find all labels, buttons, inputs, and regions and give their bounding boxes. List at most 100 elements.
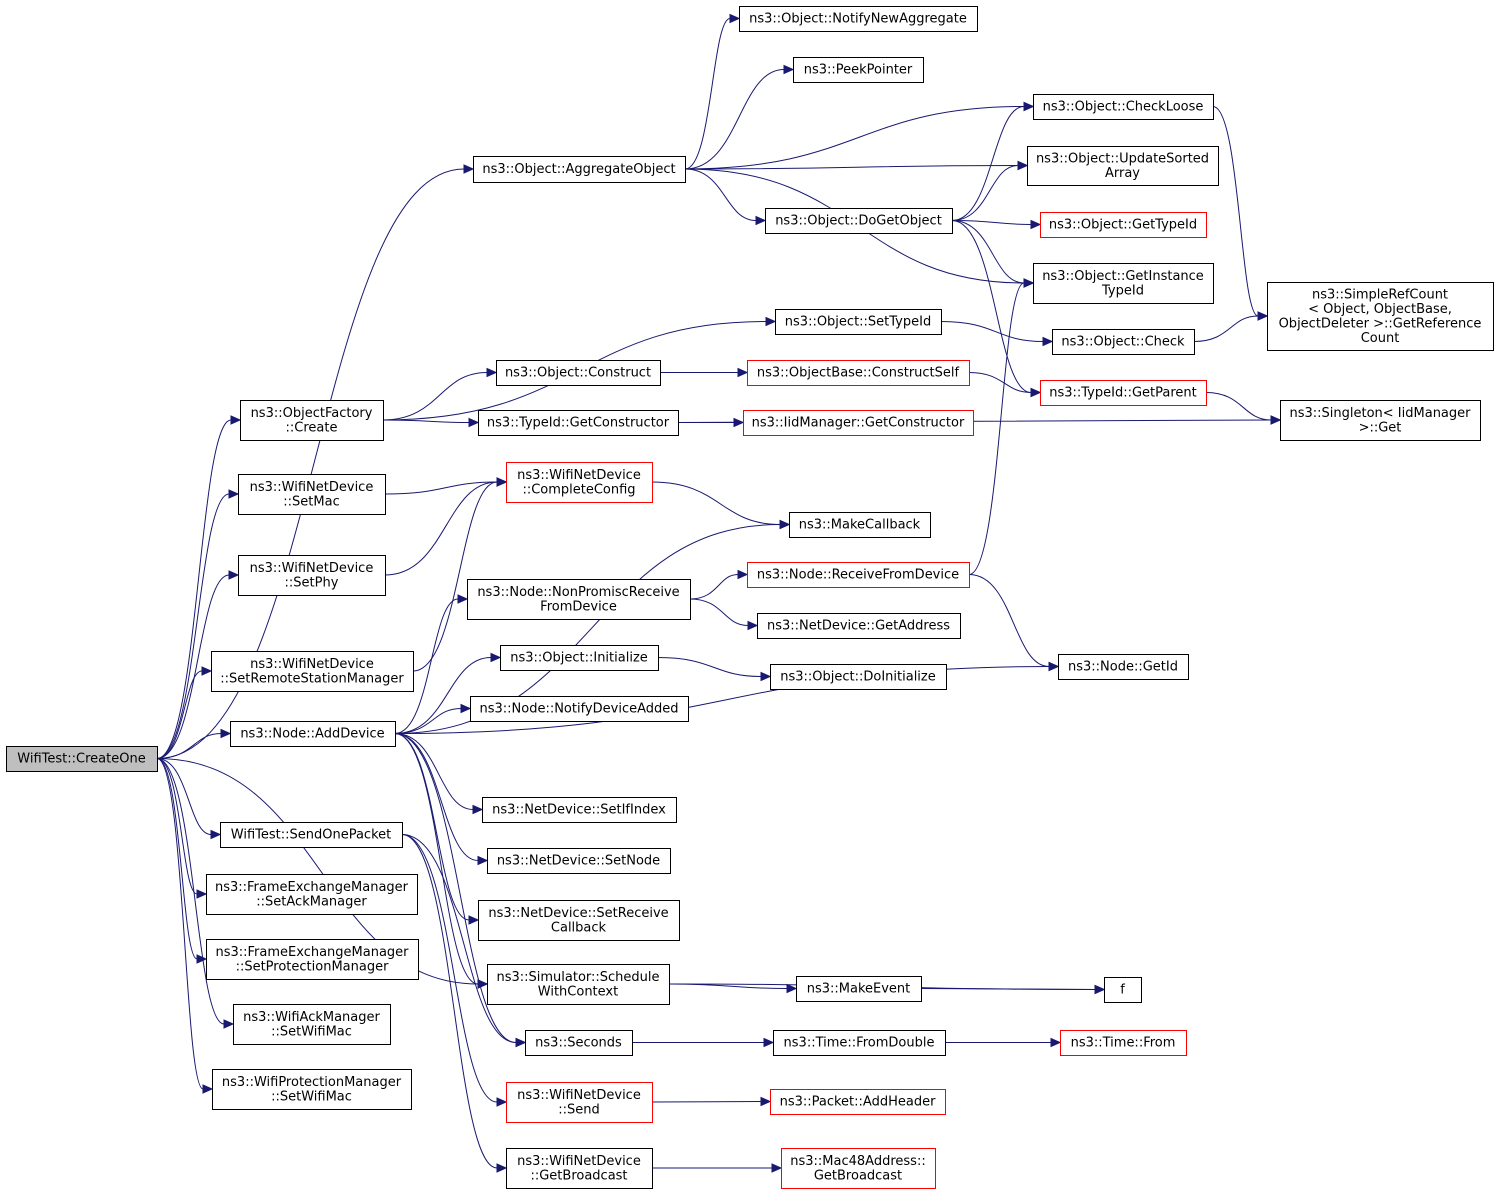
- node-box: [238, 474, 386, 515]
- node-setNode[interactable]: ns3::NetDevice::SetNode: [487, 848, 671, 874]
- node-setRemoteStation[interactable]: ns3::WifiNetDevice::SetRemoteStationMana…: [211, 651, 414, 692]
- node-initialize[interactable]: ns3::Object::Initialize: [500, 645, 659, 671]
- edge-checkLoose-to-simpleRefCount: [1212, 106, 1269, 321]
- node-notifyDeviceAdded[interactable]: ns3::Node::NotifyDeviceAdded: [470, 696, 689, 722]
- edge-line: [684, 165, 1019, 170]
- node-typeIdGetConstructor[interactable]: ns3::TypeId::GetConstructor: [478, 410, 679, 436]
- edge-line: [940, 321, 1044, 342]
- node-label: ns3::Seconds: [535, 1036, 622, 1051]
- edge-doGetObject-to-getTypeIdObj: [951, 219, 1042, 230]
- node-timeFrom[interactable]: ns3::Time::From: [1060, 1030, 1187, 1056]
- node-box: [467, 579, 691, 620]
- node-setPhy[interactable]: ns3::WifiNetDevice::SetPhy: [238, 555, 386, 596]
- node-fromDouble[interactable]: ns3::Time::FromDouble: [773, 1030, 946, 1056]
- call-edges: [156, 13, 1282, 1173]
- node-objectFactoryCreate[interactable]: ns3::ObjectFactory::Create: [240, 400, 384, 441]
- edge-line: [689, 574, 739, 600]
- node-simpleRefCount[interactable]: ns3::SimpleRefCount< Object, ObjectBase,…: [1267, 282, 1494, 351]
- node-sendOnePacket[interactable]: WifiTest::SendOnePacket: [220, 822, 403, 848]
- edge-root-to-ackSetWifiMac: [156, 758, 235, 1029]
- node-label: ns3::WifiNetDevice: [517, 1154, 641, 1169]
- edge-doGetObject-to-updateSorted: [951, 160, 1029, 221]
- node-makeEvent[interactable]: ns3::MakeEvent: [796, 976, 922, 1002]
- node-setIfIndex[interactable]: ns3::NetDevice::SetIfIndex: [482, 797, 677, 823]
- node-label: ns3::TypeId::GetParent: [1049, 386, 1197, 401]
- edge-arrowhead: [472, 804, 484, 815]
- node-addHeader[interactable]: ns3::Packet::AddHeader: [770, 1089, 946, 1115]
- edge-line: [156, 758, 479, 985]
- node-singletonGet[interactable]: ns3::Singleton< IidManager>::Get: [1280, 400, 1481, 441]
- node-label: ::SetProtectionManager: [236, 959, 390, 974]
- edge-seconds-to-fromDouble: [631, 1037, 775, 1048]
- node-box: [789, 512, 931, 538]
- edge-addDevice-to-initialize: [394, 652, 502, 734]
- edge-aggregate-to-checkLoose: [684, 101, 1035, 170]
- edge-arrowhead: [228, 570, 240, 580]
- node-notifyNewAggregate[interactable]: ns3::Object::NotifyNewAggregate: [739, 6, 978, 32]
- node-checkLoose[interactable]: ns3::Object::CheckLoose: [1033, 94, 1214, 120]
- node-setMac[interactable]: ns3::WifiNetDevice::SetMac: [238, 474, 386, 515]
- edge-line: [684, 69, 785, 170]
- node-doInitialize[interactable]: ns3::Object::DoInitialize: [770, 664, 947, 690]
- edge-arrowhead: [486, 367, 498, 378]
- node-addDevice[interactable]: ns3::Node::AddDevice: [230, 721, 396, 747]
- node-label: ns3::WifiNetDevice: [517, 468, 641, 483]
- node-iidGetConstructor[interactable]: ns3::IidManager::GetConstructor: [743, 410, 974, 436]
- node-label: ::SetMac: [283, 494, 339, 509]
- edge-addDevice-to-setIfIndex: [394, 733, 484, 815]
- edge-arrowhead: [496, 1163, 508, 1173]
- node-constructSelf[interactable]: ns3::ObjectBase::ConstructSelf: [747, 360, 970, 386]
- edge-line: [951, 106, 1025, 221]
- edge-line: [657, 657, 762, 677]
- node-peekPointer[interactable]: ns3::PeekPointer: [793, 57, 924, 83]
- node-nodeGetId[interactable]: ns3::Node::GetId: [1058, 654, 1189, 680]
- edge-getBroadcast-to-macGetBroadcast: [652, 1163, 783, 1173]
- node-doGetObject[interactable]: ns3::Object::DoGetObject: [765, 208, 953, 234]
- edge-arrowhead: [202, 1084, 214, 1094]
- node-send[interactable]: ns3::WifiNetDevice::Send: [506, 1082, 653, 1123]
- node-f[interactable]: f: [1104, 977, 1142, 1003]
- node-box: [765, 208, 953, 234]
- node-root[interactable]: WifiTest::CreateOne: [6, 746, 158, 772]
- node-box: [747, 360, 970, 386]
- node-getBroadcast[interactable]: ns3::WifiNetDevice::GetBroadcast: [506, 1148, 653, 1189]
- edge-line: [401, 834, 517, 1043]
- node-label: ns3::Mac48Address::: [790, 1154, 925, 1169]
- edge-root-to-objectFactoryCreate: [156, 415, 242, 759]
- node-getAddress[interactable]: ns3::NetDevice::GetAddress: [757, 613, 961, 639]
- node-label: ns3::NetDevice::SetNode: [497, 854, 660, 869]
- edge-addDevice-to-setNode: [394, 733, 489, 866]
- edge-nonPromisc-to-getAddress: [689, 598, 759, 631]
- node-makeCallback[interactable]: ns3::MakeCallback: [789, 512, 931, 538]
- edge-arrowhead: [765, 316, 777, 327]
- node-box: [525, 1030, 633, 1056]
- edge-arrowhead: [196, 889, 208, 899]
- edge-arrowhead: [230, 415, 242, 425]
- node-label: ns3::Object::DoGetObject: [775, 214, 942, 229]
- node-receiveFromDevice[interactable]: ns3::Node::ReceiveFromDevice: [747, 562, 970, 588]
- node-construct[interactable]: ns3::Object::Construct: [496, 360, 661, 386]
- node-ackSetWifiMac[interactable]: ns3::WifiAckManager::SetWifiMac: [233, 1004, 391, 1045]
- edge-arrowhead: [760, 1096, 772, 1107]
- node-label: ns3::Object::CheckLoose: [1043, 100, 1204, 115]
- node-setAckManager[interactable]: ns3::FrameExchangeManager::SetAckManager: [206, 874, 418, 915]
- node-aggregate[interactable]: ns3::Object::AggregateObject: [473, 156, 686, 183]
- node-getTypeIdObj[interactable]: ns3::Object::GetTypeId: [1040, 212, 1207, 238]
- node-getParent[interactable]: ns3::TypeId::GetParent: [1040, 380, 1207, 406]
- node-label: ObjectDeleter >::GetReference: [1279, 316, 1482, 331]
- node-macGetBroadcast[interactable]: ns3::Mac48Address::GetBroadcast: [781, 1148, 936, 1189]
- node-objCheck[interactable]: ns3::Object::Check: [1052, 329, 1195, 355]
- node-completeConfig[interactable]: ns3::WifiNetDevice::CompleteConfig: [506, 462, 653, 503]
- node-setProtectionManager[interactable]: ns3::FrameExchangeManager::SetProtection…: [206, 939, 419, 980]
- node-seconds[interactable]: ns3::Seconds: [525, 1030, 633, 1056]
- edge-line: [401, 834, 498, 1169]
- node-label: ::CompleteConfig: [522, 482, 635, 497]
- node-protSetWifiMac[interactable]: ns3::WifiProtectionManager::SetWifiMac: [212, 1069, 412, 1110]
- node-label: ::SetPhy: [285, 575, 339, 590]
- node-setTypeId[interactable]: ns3::Object::SetTypeId: [775, 309, 942, 335]
